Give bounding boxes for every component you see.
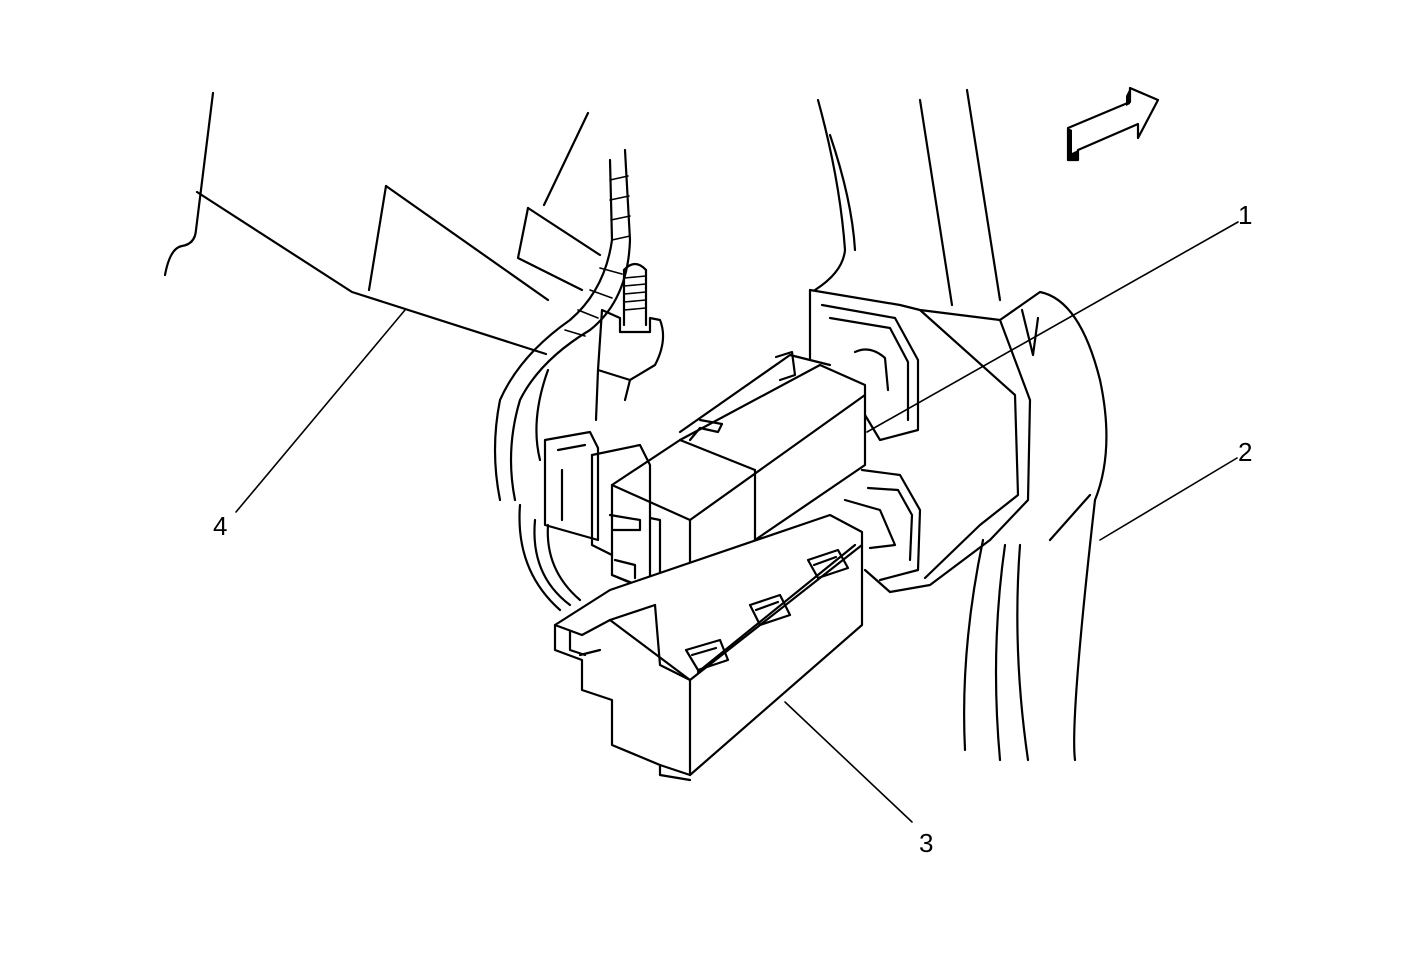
callout-4: 4 [213, 511, 227, 541]
leader-lines [235, 221, 1239, 823]
leader-line-2 [1099, 457, 1238, 541]
body-panel [163, 91, 602, 356]
callout-2: 2 [1238, 437, 1252, 467]
forward-arrow-icon [1066, 86, 1160, 162]
pillar [813, 88, 1030, 762]
callout-3: 3 [919, 828, 933, 858]
callout-labels: 1 2 3 4 [213, 200, 1252, 858]
upper-connector [543, 350, 867, 610]
wire-harness [493, 148, 632, 612]
leader-line-4 [235, 309, 406, 513]
lower-connector [553, 513, 864, 782]
callout-1: 1 [1238, 200, 1252, 230]
leader-line-3 [784, 701, 913, 823]
leader-line-1 [866, 221, 1239, 433]
ground-stud [594, 262, 665, 422]
connector-housing [808, 288, 1108, 762]
